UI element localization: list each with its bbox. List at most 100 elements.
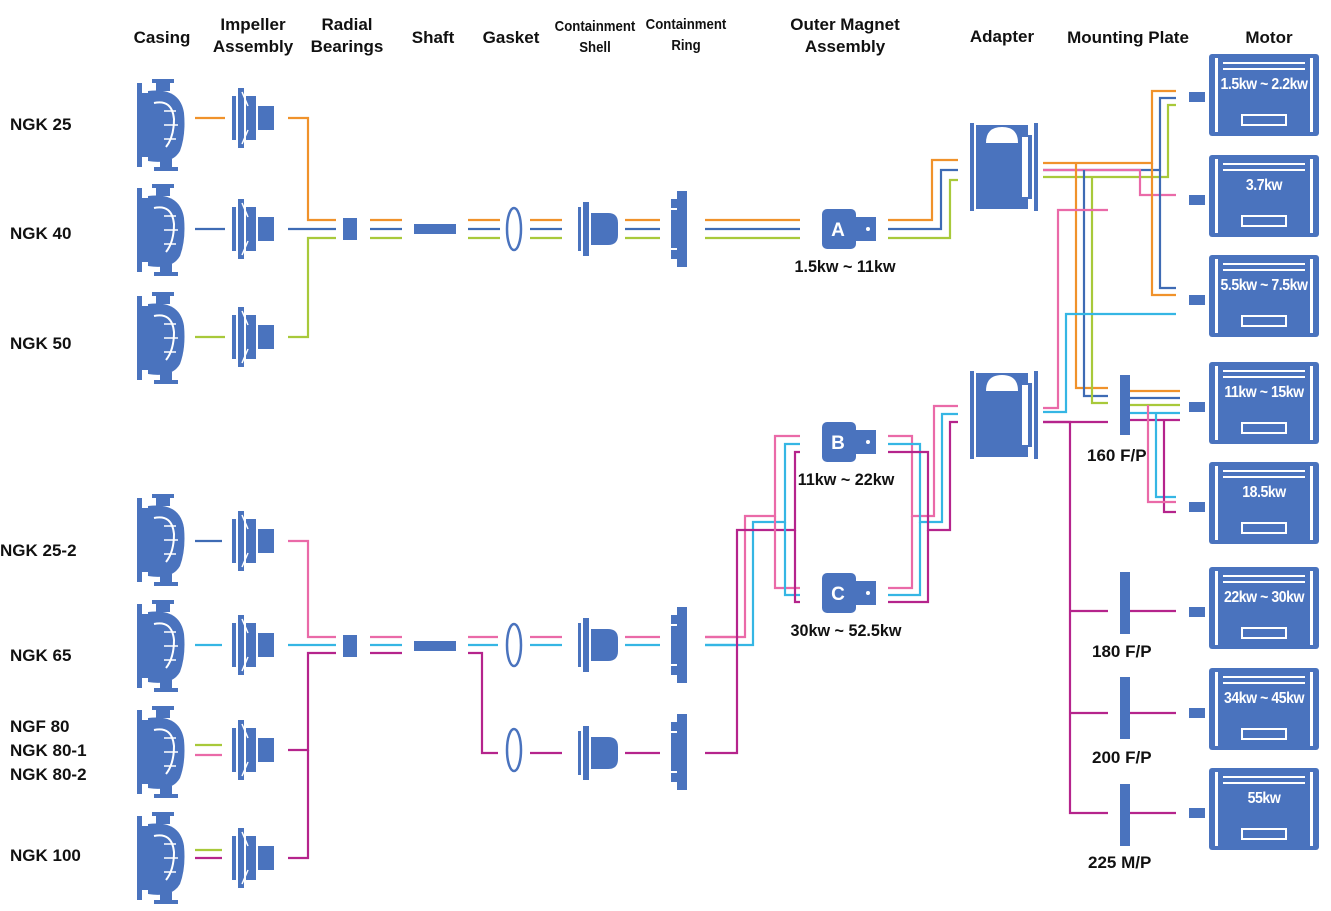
motor-shaft	[1189, 502, 1205, 512]
motor-34-45kw: 34kw ~ 45kw	[1209, 668, 1319, 750]
motor-shaft	[1189, 195, 1205, 205]
connector-line	[888, 412, 958, 524]
motor-3-7kw: 3.7kw	[1209, 155, 1319, 237]
header-outer-magnet-assembly: Outer Magnet Assembly	[790, 15, 900, 56]
impeller-assembly-icon	[231, 87, 275, 149]
motor-shaft	[1189, 808, 1205, 818]
containment-shell-icon	[578, 202, 618, 256]
casing-icon	[136, 183, 186, 277]
motor-shaft	[1189, 402, 1205, 412]
connector-line	[705, 450, 800, 755]
outer-magnet-c-icon: C	[822, 573, 876, 613]
connector-line	[1082, 170, 1108, 398]
connector-line	[888, 168, 958, 231]
connector-line	[288, 236, 336, 339]
outer-magnet-b-icon: B	[822, 422, 876, 462]
header-impeller-assembly: Impeller Assembly	[212, 15, 294, 56]
connector-line	[888, 178, 958, 240]
header-shaft: Shaft	[411, 28, 455, 47]
connector-line	[705, 442, 800, 647]
connector-line	[1043, 208, 1108, 410]
impeller-assembly-icon	[231, 719, 275, 781]
header-gasket: Gasket	[482, 28, 540, 47]
mounting-plate-200-icon	[1120, 677, 1130, 739]
connector-line	[888, 404, 958, 518]
model-label: NGK 40	[10, 224, 72, 243]
connector-line	[288, 539, 336, 639]
magnet-letter: C	[831, 584, 845, 605]
components: A B C	[136, 78, 1130, 905]
magnet-a-range: 1.5kw ~ 11kw	[794, 257, 896, 276]
connector-line	[1162, 420, 1176, 514]
mounting-plate-160-icon	[1120, 375, 1130, 435]
impeller-assembly-icon	[231, 614, 275, 676]
shaft-icon	[414, 641, 456, 651]
connector-line	[888, 530, 930, 604]
model-label: NGK 65	[10, 646, 72, 665]
connector-line	[773, 516, 800, 590]
header-containment-ring: Containment Ring	[645, 16, 727, 54]
radial-bearing-icon	[343, 218, 357, 240]
motor-22-30kw: 22kw ~ 30kw	[1209, 567, 1319, 649]
model-label: NGF 80	[10, 717, 70, 736]
adapter-icon	[970, 371, 1038, 459]
header-radial-bearings: Radial Bearings	[310, 15, 384, 56]
plate-200-label: 200 F/P	[1092, 748, 1152, 767]
casing-icon	[136, 493, 186, 587]
connector-line	[1043, 103, 1176, 179]
model-label: NGK 100	[10, 846, 81, 865]
impeller-assembly-icon	[231, 306, 275, 368]
casing-icon	[136, 291, 186, 385]
motor-1-5-2-2kw: 1.5kw ~ 2.2kw	[1209, 54, 1319, 136]
connector-line	[1150, 163, 1176, 297]
casing-icon	[136, 811, 186, 905]
impeller-assembly-icon	[231, 510, 275, 572]
connector-line	[288, 116, 336, 222]
connector-line	[1043, 312, 1176, 414]
connector-line	[888, 522, 922, 597]
casing-icon	[136, 705, 186, 799]
connector-line	[1146, 405, 1176, 504]
connector-line	[888, 420, 958, 532]
motor-18-5kw: 18.5kw	[1209, 462, 1319, 544]
connector-line	[793, 530, 800, 604]
header-casing: Casing	[133, 28, 191, 47]
connector-line	[288, 750, 310, 860]
radial-bearing-icon	[343, 635, 357, 657]
motor-11-15kw: 11kw ~ 15kw	[1209, 362, 1319, 444]
containment-shell-icon	[578, 618, 618, 672]
impeller-assembly-icon	[231, 827, 275, 889]
gasket-icon	[505, 727, 523, 773]
connector-line	[468, 651, 498, 755]
model-label: NGK 25	[10, 115, 72, 134]
containment-ring-icon	[670, 606, 688, 684]
motor-5-5-7-5kw: 5.5kw ~ 7.5kw	[1209, 255, 1319, 337]
connector-line	[1074, 163, 1108, 390]
connector-line	[1043, 168, 1176, 197]
model-label: NGK 25-2	[0, 541, 77, 560]
connector-line	[1090, 177, 1108, 405]
connector-line	[783, 522, 800, 597]
plate-180-label: 180 F/P	[1092, 642, 1152, 661]
casing-icon	[136, 599, 186, 693]
motor-shaft	[1189, 708, 1205, 718]
model-label: NGK 50	[10, 334, 72, 353]
casing-icon	[136, 78, 186, 172]
connector-line	[888, 158, 958, 222]
magnet-c-range: 30kw ~ 52.5kw	[790, 621, 902, 640]
mounting-plate-180-icon	[1120, 572, 1130, 634]
model-label: NGK 80-2	[10, 765, 87, 784]
gasket-icon	[505, 206, 523, 252]
magnet-letter: B	[831, 433, 845, 454]
containment-shell-icon	[578, 726, 618, 780]
connector-line	[1154, 413, 1176, 499]
connector-line	[1043, 96, 1176, 172]
connector-line	[1158, 170, 1176, 290]
connector-line	[1043, 89, 1176, 165]
plate-160-label: 160 F/P	[1087, 446, 1147, 465]
header-adapter: Adapter	[969, 27, 1035, 46]
motor-shaft	[1189, 295, 1205, 305]
shaft-icon	[414, 224, 456, 234]
magnet-letter: A	[831, 220, 845, 241]
